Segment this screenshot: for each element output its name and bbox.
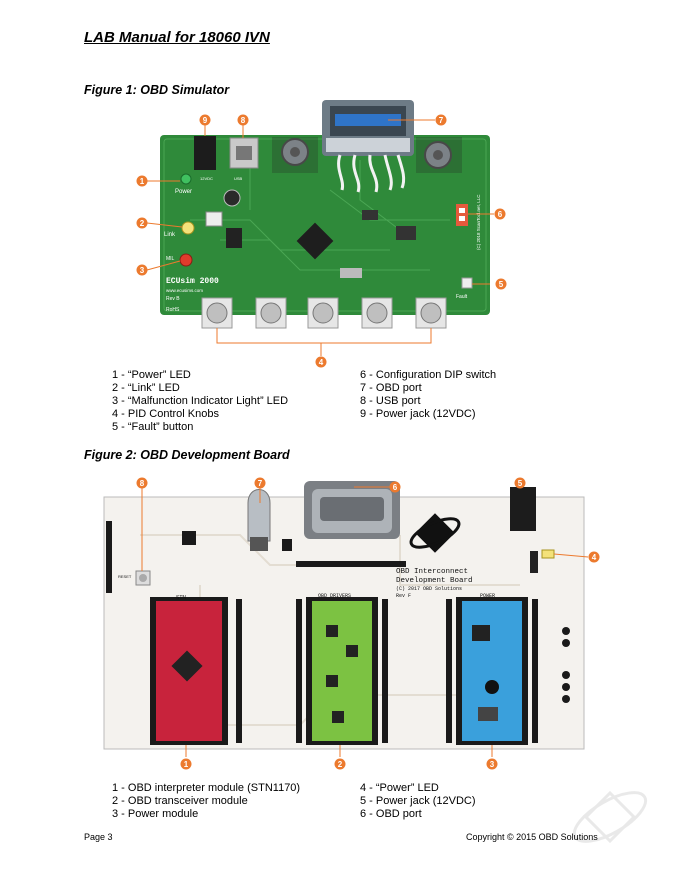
figure2-legend-left: 1 - OBD interpreter module (STN1170) 2 -… [112,782,300,821]
sim-website: www.ecusims.com [166,288,203,293]
callout-badge: 6 [393,483,398,492]
callout-badge: 4 [592,553,597,562]
knob-label: KNOB1-TMP [201,332,225,337]
figure1-legend-right: 6 - Configuration DIP switch 7 - OBD por… [360,369,496,421]
callout-badge: 5 [499,280,504,289]
mcu-chip [296,222,334,260]
page-number: Page 3 [84,832,113,842]
sim-board-name: ECUsim 2000 [166,277,219,286]
power-label: POWER [480,593,495,599]
legend-item: 7 - OBD port [360,382,422,394]
pwr-label: 12VDC [200,176,213,181]
figure2-callouts: 1 2 3 4 5 6 7 8 [136,477,600,770]
mil-led-label: MIL [166,256,175,262]
knob-label: KNOB2-RPM [255,332,279,337]
callout-badge: 5 [518,479,523,488]
legend-item: 4 - PID Control Knobs [112,408,219,420]
devboard-power-led [541,549,555,559]
callout-badge: 2 [338,760,343,769]
stn-module: STN [150,595,228,745]
obd-simulator-photo: 12VDC USB Power Link MIL (C) 2018 ScanTo… [136,100,507,368]
power-led [180,173,192,185]
legend-item: 6 - OBD port [360,808,422,820]
link-led [181,221,195,235]
devboard-power-jack [510,487,536,531]
legend-item: 9 - Power jack (12VDC) [360,408,476,420]
usb-cable [247,489,271,542]
knob-label: KNOB4-B2V [361,332,384,337]
obd-port [322,100,414,156]
legend-item: 4 - “Power” LED [360,782,439,794]
pid-knobs [201,297,447,329]
callout-badge: 7 [439,116,444,125]
legend-item: 2 - OBD transceiver module [112,795,248,807]
callout-badge: 1 [140,177,145,186]
devboard-revision: Rev F [396,593,411,599]
callout-badge: 1 [184,760,189,769]
figure2-title: Figure 2: OBD Development Board [84,448,290,462]
legend-item: 3 - Power module [112,808,199,820]
obd-drivers-label: OBD DRIVERS [318,593,351,599]
power-jack [194,136,216,170]
reset-label: RESET [118,574,132,579]
callout-badge: 9 [203,116,208,125]
legend-item: 6 - Configuration DIP switch [360,369,497,381]
obd-solutions-logo [409,513,461,553]
dip-switch [456,204,468,226]
callout-badge: 6 [498,210,503,219]
mil-led [179,253,193,267]
power-module: POWER [456,593,528,745]
callout-badge: 3 [140,266,145,275]
power-led-label: Power [175,189,192,195]
usb-label: USB [234,176,243,181]
devboard-name-line1: OBD Interconnect [396,568,468,576]
legend-item: 1 - “Power” LED [112,369,191,381]
legend-item: 3 - “Malfunction Indicator Light” LED [112,395,289,407]
legend-item: 5 - Power jack (12VDC) [360,795,476,807]
sim-revision: Rev B [166,296,180,302]
watermark-logo-icon [572,790,648,844]
obd-drivers-module: OBD DRIVERS [306,593,378,745]
obd-development-board-photo: OBD Interconnect Development Board (C) 2… [103,477,600,770]
legend-item: 5 - “Fault” button [112,421,194,433]
fault-label: Fault [456,294,468,300]
callout-badge: 8 [241,116,246,125]
callout-badge: 3 [490,760,495,769]
legend-item: 2 - “Link” LED [112,382,180,394]
legend-item: 1 - OBD interpreter module (STN1170) [112,782,301,794]
document-title: LAB Manual for 18060 IVN [84,29,270,46]
devboard-obd-port [304,481,400,539]
sim-copyright: (C) 2018 ScanTool.net, LLC [476,194,481,250]
figure1-title: Figure 1: OBD Simulator [84,83,230,97]
knob-label: KNOB5-MAF [415,332,439,337]
figure1-callouts: 1 2 3 4 5 6 7 8 9 [136,114,507,368]
legend-item: 8 - USB port [360,395,421,407]
link-led-label: Link [164,232,176,238]
callout-badge: 8 [140,479,145,488]
figure2-legend-right: 4 - “Power” LED 5 - Power jack (12VDC) 6… [360,782,476,821]
devboard-copyright: (C) 2017 OBD Solutions [396,586,462,592]
fault-button [461,277,473,289]
footer-copyright: Copyright © 2015 OBD Solutions [466,832,598,842]
devboard-name-line2: Development Board [396,577,473,585]
callout-badge: 4 [319,358,324,367]
callout-badge: 7 [258,479,263,488]
figure1-legend-left: 1 - “Power” LED 2 - “Link” LED 3 - “Malf… [112,369,288,434]
sim-rohs: RoHS [166,307,180,313]
stn-label: STN [176,595,186,601]
knob-label: KNOB3-SPD [307,332,330,337]
callout-badge: 2 [140,219,145,228]
